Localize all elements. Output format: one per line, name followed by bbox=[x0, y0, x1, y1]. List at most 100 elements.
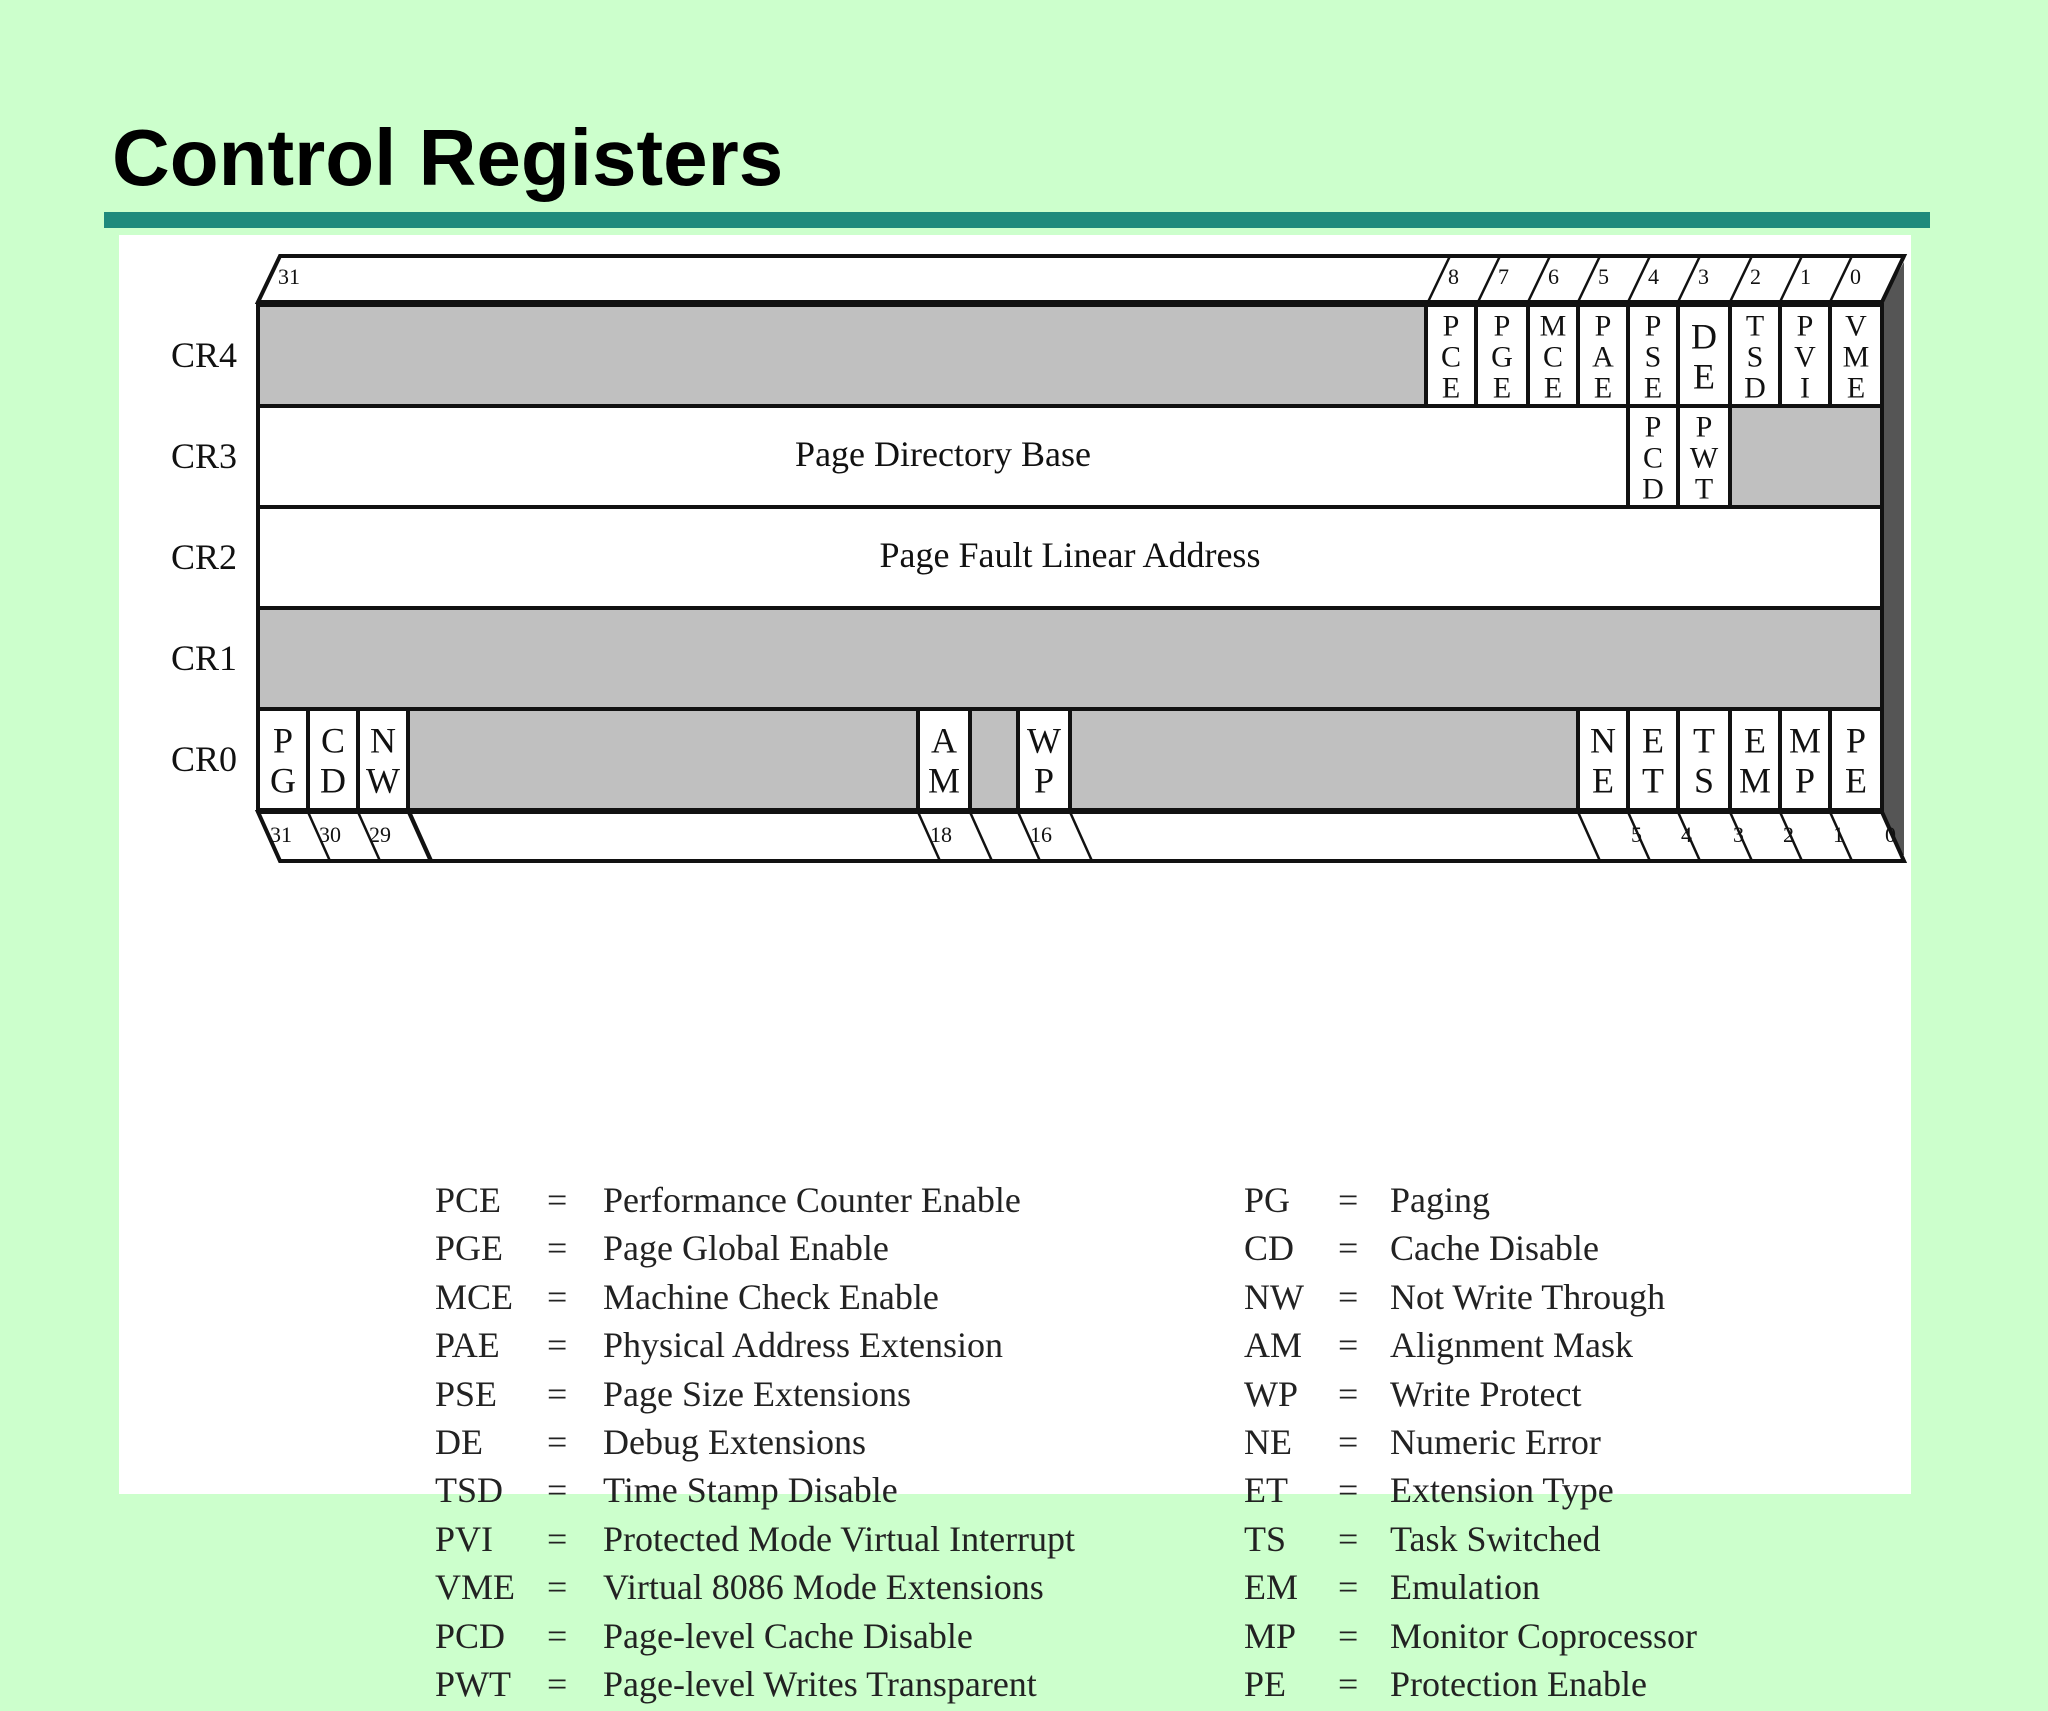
legend-description: Page-level Writes Transparent bbox=[603, 1663, 1037, 1704]
legend-equals: = bbox=[547, 1567, 568, 1608]
top-bit-tick bbox=[1526, 255, 1552, 303]
legend-description: Page Size Extensions bbox=[603, 1373, 911, 1414]
diagram-shadow bbox=[1882, 262, 1904, 855]
field-letter: D bbox=[1691, 316, 1717, 356]
top-bit-tick bbox=[1576, 255, 1602, 303]
legend-description: Emulation bbox=[1390, 1567, 1540, 1608]
legend-description: Protected Mode Virtual Interrupt bbox=[603, 1518, 1076, 1559]
field-letter: G bbox=[270, 760, 296, 800]
legend-abbr: PWT bbox=[435, 1663, 511, 1704]
field-letter: E bbox=[1693, 356, 1715, 396]
field-letter: N bbox=[370, 720, 396, 760]
bottom-bit-tick bbox=[256, 811, 282, 862]
top-bit-tick bbox=[1828, 255, 1854, 303]
field-letter: M bbox=[1789, 720, 1821, 760]
field-letter: E bbox=[1493, 371, 1511, 404]
legend-abbr: PSE bbox=[435, 1373, 498, 1414]
legend-abbr: VME bbox=[435, 1567, 515, 1608]
bottom-bit-tick bbox=[306, 811, 332, 862]
legend-equals: = bbox=[1338, 1518, 1359, 1559]
bottom-bit-tick bbox=[1828, 811, 1854, 862]
bottom-bit-tick bbox=[1068, 811, 1094, 862]
bottom-bit-tick bbox=[1676, 811, 1702, 862]
legend-abbr: PCD bbox=[435, 1615, 506, 1656]
field-label: Page Fault Linear Address bbox=[880, 535, 1261, 575]
bottom-bit-tick bbox=[916, 811, 942, 862]
legend-description: Write Protect bbox=[1390, 1373, 1582, 1414]
legend-equals: = bbox=[1338, 1228, 1359, 1269]
field-letter: E bbox=[1544, 371, 1562, 404]
top-bit-tick bbox=[1426, 255, 1452, 303]
bottom-bit-label: 3 bbox=[1733, 822, 1744, 847]
legend-abbr: TSD bbox=[435, 1470, 504, 1511]
field-letter: E bbox=[1847, 371, 1865, 404]
field-letter: E bbox=[1644, 371, 1662, 404]
legend-abbr: PVI bbox=[435, 1518, 494, 1559]
top-bit-tick bbox=[1476, 255, 1502, 303]
reserved-field bbox=[968, 707, 1020, 812]
legend-description: Virtual 8086 Mode Extensions bbox=[603, 1567, 1044, 1608]
legend-equals: = bbox=[1338, 1421, 1359, 1462]
field-letter: I bbox=[1800, 371, 1810, 404]
legend-equals: = bbox=[547, 1663, 568, 1704]
legend-description: Debug Extensions bbox=[603, 1421, 866, 1462]
field-letter: W bbox=[1027, 720, 1061, 760]
bottom-bit-tick bbox=[1728, 811, 1754, 862]
legend-abbr: MP bbox=[1244, 1615, 1297, 1656]
legend-description: Performance Counter Enable bbox=[603, 1180, 1021, 1220]
legend-description: Machine Check Enable bbox=[603, 1276, 939, 1317]
bottom-bit-tick bbox=[1880, 811, 1906, 862]
field-letter: P bbox=[1696, 410, 1713, 443]
legend-abbr: PG bbox=[1244, 1180, 1291, 1220]
top-bit-label: 7 bbox=[1498, 264, 1509, 289]
register-field bbox=[1778, 303, 1832, 408]
legend-abbr: CD bbox=[1244, 1228, 1295, 1269]
legend-equals: = bbox=[547, 1180, 568, 1220]
legend-equals: = bbox=[1338, 1180, 1359, 1220]
field-letter: A bbox=[1592, 340, 1614, 373]
legend-abbr: WP bbox=[1244, 1373, 1298, 1414]
field-letter: P bbox=[1034, 760, 1054, 800]
bottom-bit-tick bbox=[968, 811, 994, 862]
legend-description: Paging bbox=[1390, 1180, 1491, 1220]
field-letter: E bbox=[1642, 720, 1664, 760]
field-letter: C bbox=[1643, 441, 1663, 474]
field-letter: S bbox=[1747, 340, 1764, 373]
top-bit-tick bbox=[1626, 255, 1652, 303]
field-letter: P bbox=[1645, 309, 1662, 342]
reserved-field bbox=[256, 303, 1428, 408]
field-letter: T bbox=[1693, 720, 1715, 760]
register-field bbox=[1576, 707, 1630, 812]
reserved-field bbox=[1728, 404, 1884, 509]
legend-equals: = bbox=[547, 1325, 568, 1366]
field-letter: E bbox=[1594, 371, 1612, 404]
top-bit-tick bbox=[256, 255, 282, 303]
legend-equals: = bbox=[1338, 1470, 1359, 1511]
legend-description: Task Switched bbox=[1390, 1518, 1601, 1559]
legend-equals: = bbox=[547, 1615, 568, 1656]
top-bit-tick bbox=[1778, 255, 1804, 303]
field-letter: P bbox=[273, 720, 293, 760]
legend-equals: = bbox=[547, 1470, 568, 1511]
field-letter: D bbox=[1642, 472, 1664, 505]
top-bit-label: 5 bbox=[1598, 264, 1609, 289]
register-name: CR1 bbox=[171, 638, 237, 678]
field-letter: E bbox=[1592, 760, 1614, 800]
register-field bbox=[1676, 707, 1732, 812]
legend-description: Time Stamp Disable bbox=[603, 1470, 898, 1511]
field-letter: V bbox=[1845, 309, 1867, 342]
legend-equals: = bbox=[547, 1518, 568, 1559]
bottom-bit-tick bbox=[356, 811, 382, 862]
field-letter: C bbox=[1543, 340, 1563, 373]
field-letter: M bbox=[1540, 309, 1567, 342]
field-letter: E bbox=[1442, 371, 1460, 404]
top-bit-label: 0 bbox=[1850, 264, 1861, 289]
legend-equals: = bbox=[547, 1228, 568, 1269]
legend-description: Protection Enable bbox=[1390, 1663, 1647, 1704]
top-bit-label: 2 bbox=[1750, 264, 1761, 289]
legend-equals: = bbox=[1338, 1276, 1359, 1317]
bottom-bit-tick bbox=[1576, 811, 1602, 862]
bottom-bit-label: 4 bbox=[1681, 822, 1692, 847]
